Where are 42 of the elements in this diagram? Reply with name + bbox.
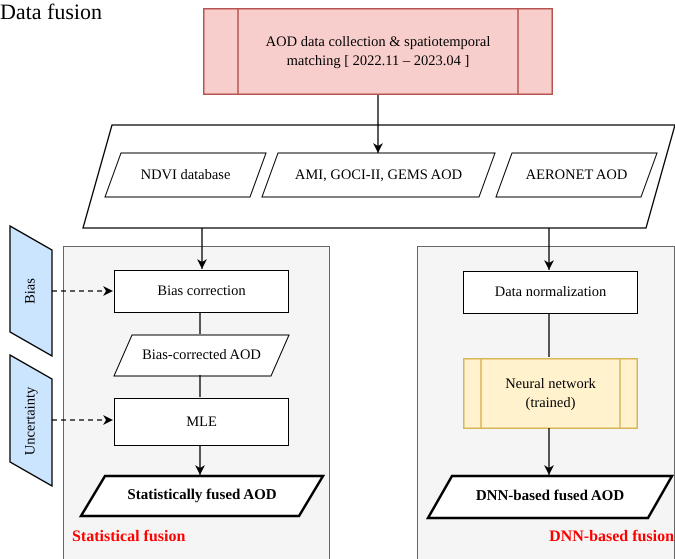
group-panel (417, 246, 675, 559)
connector-line (548, 313, 550, 357)
node-label: AERONET AOD (524, 166, 628, 184)
process-box (114, 270, 289, 313)
node-label: Bias correction (156, 282, 247, 301)
input-tab (10, 355, 52, 486)
diagram-title: Data fusion (0, 1, 102, 23)
input-label: Uncertainty (22, 386, 40, 455)
node-label: MLE (185, 412, 218, 432)
arrow (195, 445, 205, 475)
output-parallelogram (428, 476, 672, 518)
group-title: Statistical fusion (72, 527, 186, 548)
node-label: NDVI database (140, 166, 232, 184)
connector-line (199, 312, 201, 334)
group-title: DNN-based fusion (549, 527, 674, 548)
node-label: AOD data collection & spatiotemporal matching [ 2022.11 – 2023.04 ] (264, 32, 492, 70)
process-box (463, 358, 638, 429)
node-label: Neural network (trained) (504, 374, 597, 412)
process-box (463, 271, 638, 314)
data-parallelogram (105, 153, 266, 197)
data-parallelogram (83, 125, 675, 228)
arrow (197, 228, 207, 269)
data-parallelogram (496, 153, 657, 197)
arrow (544, 228, 554, 270)
output-parallelogram (81, 476, 323, 516)
arrow (52, 286, 113, 296)
connector-line (199, 375, 201, 397)
input-tab (10, 226, 52, 356)
process-box (203, 8, 553, 95)
process-box (114, 398, 289, 446)
arrow (544, 428, 554, 475)
node-label: DNN-based fused AOD (474, 487, 626, 506)
arrow (373, 95, 383, 153)
data-parallelogram (114, 335, 289, 376)
input-label: Bias (22, 278, 40, 304)
arrow (52, 415, 113, 425)
node-label: Data normalization (494, 283, 608, 302)
data-parallelogram (262, 153, 495, 197)
node-label: Bias-corrected AOD (141, 346, 262, 365)
node-label: AMI, GOCI-II, GEMS AOD (294, 166, 464, 184)
node-label: Statistically fused AOD (126, 486, 278, 506)
group-panel (63, 246, 330, 559)
